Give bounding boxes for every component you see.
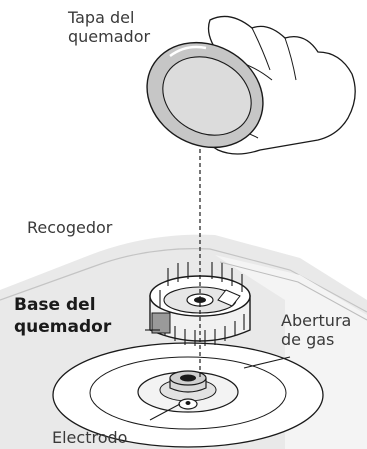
gas-opening <box>169 370 207 393</box>
electrode <box>178 398 198 410</box>
label-collector: Recogedor <box>27 218 113 237</box>
label-burner-cap: Tapa del quemador <box>68 8 151 46</box>
leader-lines <box>145 329 291 421</box>
label-gas-opening: Abertura de gas <box>281 311 352 349</box>
burner-cap <box>146 41 264 149</box>
label-burner-base: Base del quemador <box>14 295 112 337</box>
label-electrode: Electrodo <box>52 428 128 447</box>
